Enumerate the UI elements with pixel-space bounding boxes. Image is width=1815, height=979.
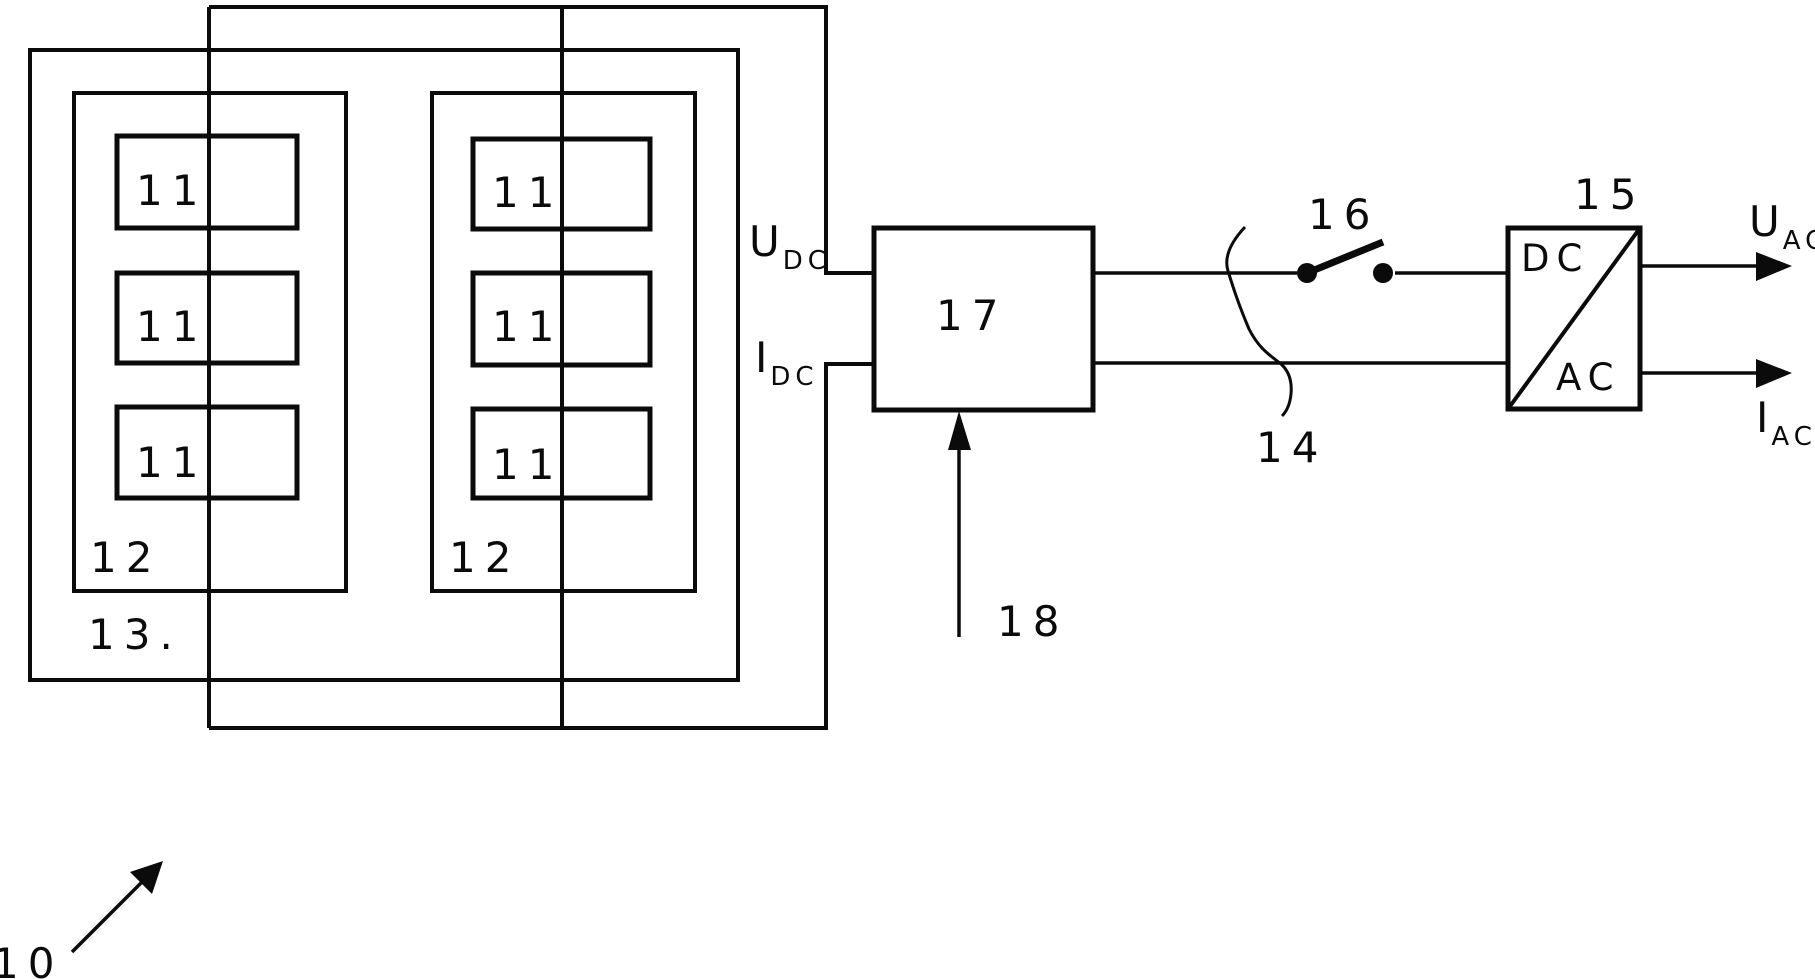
switch-contact-right xyxy=(1373,263,1393,283)
inverter-label: 15 xyxy=(1574,174,1645,216)
iac-arrow-head-icon xyxy=(1756,359,1792,388)
udc-subscript: DC xyxy=(783,246,831,276)
iac-symbol: I xyxy=(1756,393,1768,442)
line-break-squiggle xyxy=(1227,227,1291,416)
system-label: 10 xyxy=(0,943,63,979)
string-label: 12 xyxy=(90,537,161,579)
inverter-dc-text: DC xyxy=(1521,240,1589,277)
system-arrow-shaft xyxy=(72,882,142,952)
uac-symbol: U xyxy=(1749,197,1780,246)
switch-lever xyxy=(1307,242,1383,273)
idc-signal-label: IDC xyxy=(755,337,816,379)
disconnect-switch-icon xyxy=(1297,242,1393,283)
inverter-ac-text: AC xyxy=(1556,359,1621,396)
uac-arrow-head-icon xyxy=(1756,252,1792,281)
switch-label: 16 xyxy=(1308,194,1379,236)
idc-subscript: DC xyxy=(770,362,818,392)
bottom-bus-to-idc-wire xyxy=(209,364,874,728)
control-arrow-label: 18 xyxy=(997,601,1068,643)
control-arrow-head-icon xyxy=(948,411,971,450)
control-input-arrow xyxy=(948,411,971,637)
module-label: 11 xyxy=(492,306,563,348)
module-label: 11 xyxy=(136,170,207,212)
idc-symbol: I xyxy=(755,333,767,382)
iac-signal-label: IAC xyxy=(1756,397,1814,439)
module-label: 11 xyxy=(492,444,563,486)
uac-subscript: AC xyxy=(1783,226,1815,256)
iac-subscript: AC xyxy=(1771,422,1815,452)
udc-symbol: U xyxy=(749,217,780,266)
module-label: 11 xyxy=(492,172,563,214)
module-label: 11 xyxy=(136,442,207,484)
dc-link-wires xyxy=(1093,273,1508,363)
array-label: 13. xyxy=(88,614,182,656)
line-break-label: 14 xyxy=(1256,427,1327,469)
converter-label: 17 xyxy=(936,295,1007,337)
uac-signal-label: UAC xyxy=(1749,201,1815,243)
string-label: 12 xyxy=(449,537,520,579)
udc-signal-label: UDC xyxy=(749,221,828,263)
system-reference-arrow xyxy=(72,861,163,952)
ac-output-arrows xyxy=(1640,252,1792,388)
module-label: 11 xyxy=(136,306,207,348)
